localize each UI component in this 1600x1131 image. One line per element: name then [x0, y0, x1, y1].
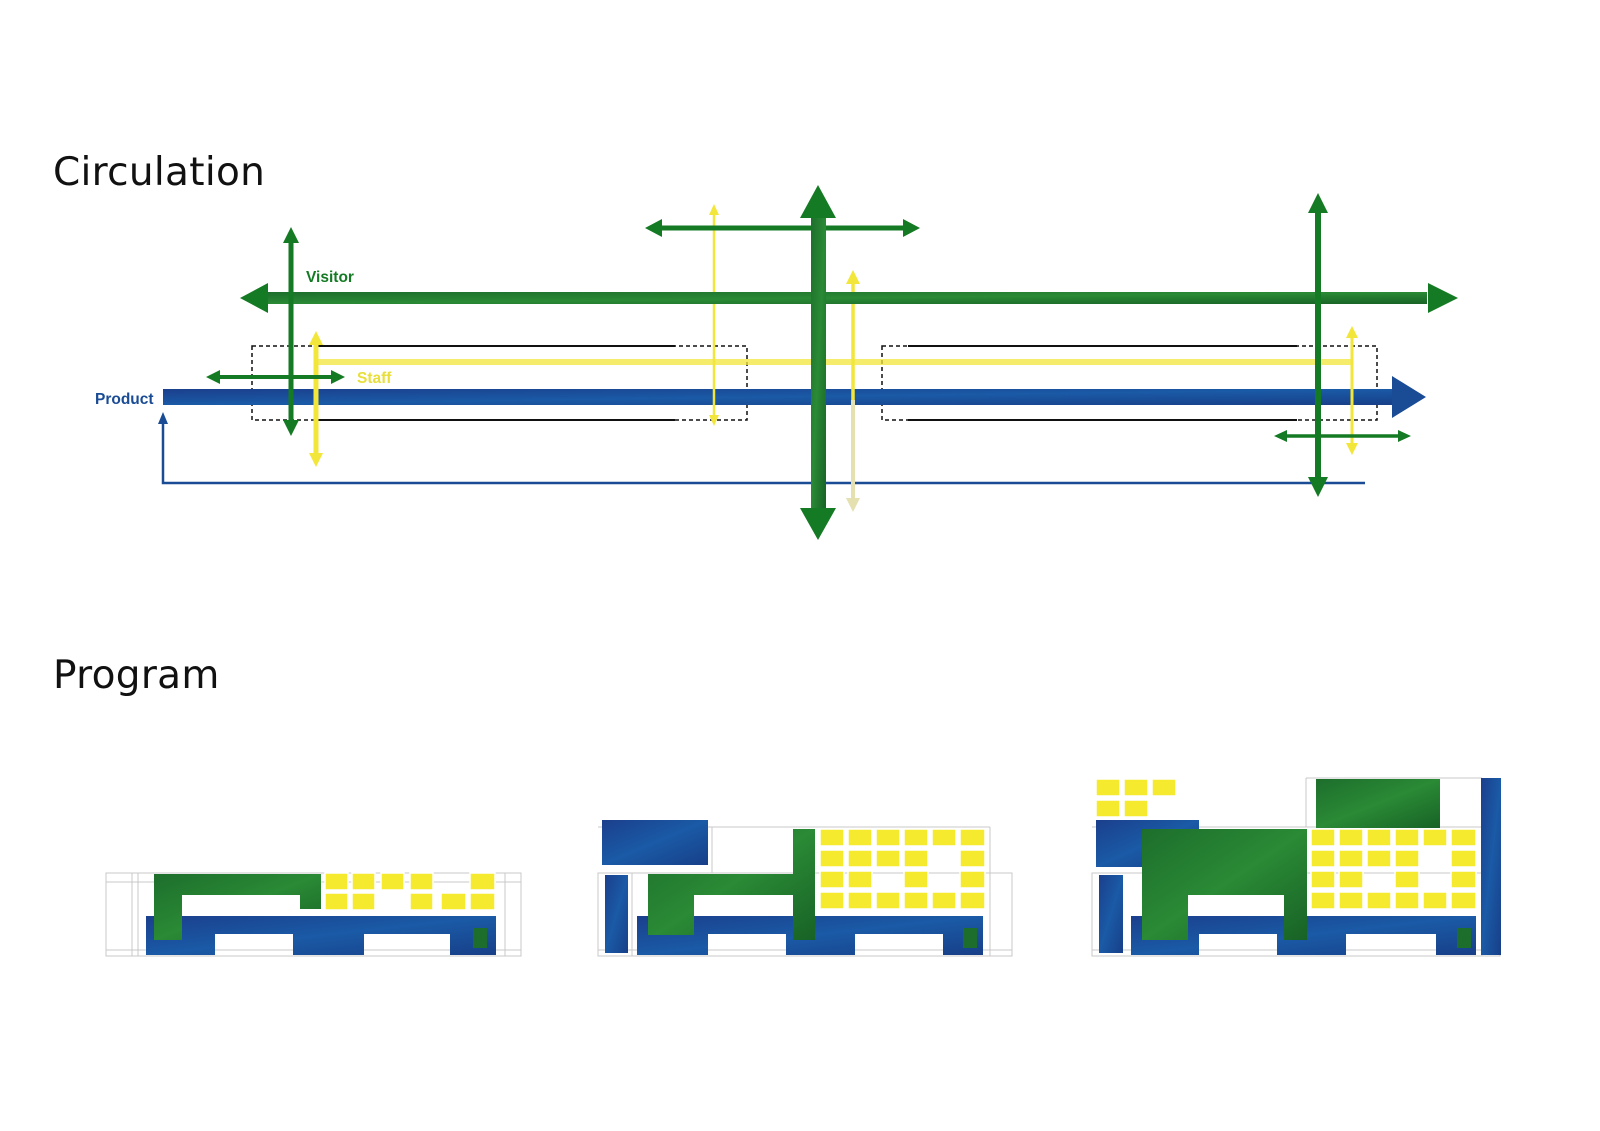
- visitor-vertical-arrow: [800, 185, 836, 540]
- product-flow-band: [163, 389, 1395, 405]
- arrow-head-icon: [800, 508, 836, 540]
- product-zone: [146, 916, 496, 955]
- arrow-head-icon: [645, 219, 662, 237]
- program-plan-1: [105, 872, 522, 957]
- arrow-head-icon: [1308, 477, 1328, 497]
- product-zone: [605, 875, 628, 953]
- program-plan-2: [597, 820, 1013, 957]
- arrow-head-icon: [309, 331, 323, 345]
- arrow-head-icon: [1428, 283, 1458, 313]
- staff-cells: [1095, 778, 1477, 910]
- arrow-head-icon: [1346, 443, 1358, 455]
- arrow-head-icon: [309, 453, 323, 467]
- visitor-zone: [963, 928, 977, 948]
- product-label: Product: [95, 391, 154, 408]
- visitor-zone: [1316, 779, 1440, 828]
- staff-vertical-arrow: [846, 270, 860, 512]
- product-zone: [1099, 875, 1123, 953]
- visitor-vertical-arrow: [283, 227, 299, 436]
- arrow-head-icon: [283, 420, 299, 436]
- arrow-head-icon: [846, 498, 860, 512]
- staff-label: Staff: [357, 370, 392, 387]
- visitor-flow-arrow: [206, 370, 345, 384]
- circulation-diagram: Visitor Staff Product: [95, 185, 1458, 540]
- staff-vertical-arrow: [309, 331, 323, 467]
- program-plan-3: [1091, 777, 1501, 957]
- product-return-line: [161, 420, 1365, 485]
- arrow-head-icon: [1308, 193, 1328, 213]
- arrow-head-icon: [206, 370, 220, 384]
- arrow-head-icon: [1274, 430, 1287, 442]
- arrow-head-icon: [709, 204, 719, 215]
- arrow-head-icon: [903, 219, 920, 237]
- visitor-zone: [154, 874, 321, 940]
- visitor-zone: [648, 829, 815, 940]
- arrow-head-icon: [1392, 376, 1426, 418]
- visitor-zone: [473, 928, 487, 948]
- visitor-flow-arrow: [645, 219, 920, 237]
- arrow-head-icon: [709, 415, 719, 426]
- building-outline-left: [251, 345, 748, 421]
- visitor-zone: [1457, 928, 1471, 948]
- arrow-head-icon: [240, 283, 268, 313]
- product-zone: [1481, 778, 1501, 955]
- staff-vertical-arrow: [1346, 326, 1358, 455]
- product-zone: [602, 820, 708, 865]
- staff-vertical-arrow: [709, 204, 719, 426]
- staff-cells: [324, 872, 496, 911]
- arrow-head-icon: [331, 370, 345, 384]
- staff-cells: [819, 828, 986, 910]
- visitor-flow-arrow: [240, 283, 1458, 313]
- program-title: Program: [53, 653, 220, 698]
- visitor-label: Visitor: [306, 269, 354, 286]
- arrow-head-icon: [158, 412, 168, 424]
- arrow-head-icon: [1398, 430, 1411, 442]
- visitor-vertical-arrow: [1308, 193, 1328, 497]
- circulation-title: Circulation: [53, 150, 266, 195]
- arrow-head-icon: [1346, 326, 1358, 338]
- visitor-flow-arrow: [1274, 430, 1411, 442]
- visitor-zone: [1142, 829, 1307, 940]
- arrow-head-icon: [800, 185, 836, 218]
- arrow-head-icon: [283, 227, 299, 243]
- building-outline-right: [881, 345, 1378, 421]
- arrow-head-icon: [846, 270, 860, 284]
